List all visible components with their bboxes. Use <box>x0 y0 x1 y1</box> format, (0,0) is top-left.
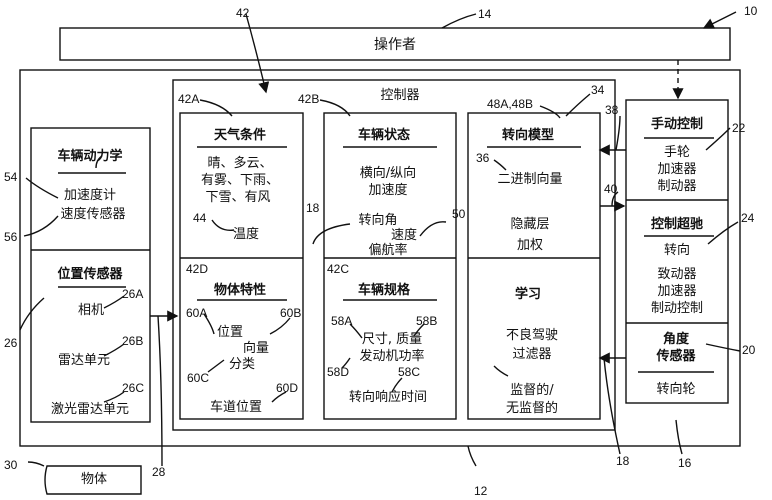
weather-line3: 下雪、有风 <box>205 190 271 205</box>
ref-48: 48A,48B <box>487 97 534 111</box>
learning-line2: 过滤器 <box>512 347 552 362</box>
ref-54: 54 <box>4 170 18 184</box>
radar-label: 雷达单元 <box>57 353 111 368</box>
hidden-layer-label: 隐藏层 <box>510 217 550 232</box>
ref-14: 14 <box>478 7 492 21</box>
object-classification-label: 分类 <box>228 357 256 372</box>
ref-26c: 26C <box>122 381 145 395</box>
learning-line4: 无监督的 <box>505 401 559 416</box>
control-override-line3: 加速器 <box>657 284 697 299</box>
ref-26a: 26A <box>122 287 144 301</box>
weather-line1: 晴、多云、 <box>207 156 273 171</box>
control-override-line1: 转向 <box>663 243 691 258</box>
vehicle-box <box>323 112 457 420</box>
vehicle-spec-line3: 转向响应时间 <box>348 390 428 405</box>
object-position-label: 位置 <box>216 325 244 340</box>
speed-sensor-label: 速度传感器 <box>60 207 126 222</box>
system-box <box>19 69 741 447</box>
ref-22: 22 <box>732 121 746 135</box>
accelerometer-label: 加速度计 <box>63 188 117 203</box>
ref-10: 10 <box>744 4 758 18</box>
ref-36: 36 <box>476 151 490 165</box>
ref-28: 28 <box>152 465 166 479</box>
ref-60b: 60B <box>280 306 302 320</box>
dynamics-title: 车辆动力学 <box>57 149 123 164</box>
ref-12: 12 <box>474 484 488 498</box>
ref-56: 56 <box>4 230 18 244</box>
steering-model-title: 转向模型 <box>501 128 555 143</box>
vehicle-spec-line1: 尺寸, 质量 <box>361 332 423 347</box>
ref-34: 34 <box>591 83 605 97</box>
position-sensors-title: 位置传感器 <box>57 267 123 282</box>
ref-26b: 26B <box>122 334 144 348</box>
manual-control-line1: 手轮 <box>663 145 691 160</box>
ref-42: 42 <box>236 6 250 20</box>
ref-42b: 42B <box>298 92 320 106</box>
vehicle-state-line2: 加速度 <box>368 183 408 198</box>
learning-line1: 不良驾驶 <box>505 328 559 343</box>
object-vector-label: 向量 <box>242 341 270 356</box>
operator-box <box>59 27 731 61</box>
control-override-line4: 制动控制 <box>650 301 704 316</box>
control-override-line2: 致动器 <box>657 267 697 282</box>
steering-wheel-label: 转向轮 <box>656 382 696 397</box>
lidar-label: 激光雷达单元 <box>50 402 130 417</box>
object-characteristics-title: 物体特性 <box>213 283 267 298</box>
ref-18-bottom: 18 <box>616 454 630 468</box>
ref-20: 20 <box>742 343 756 357</box>
vehicle-state-line1: 横向/纵向 <box>359 166 417 181</box>
ref-58a: 58A <box>331 314 353 328</box>
ref-58d: 58D <box>327 365 350 379</box>
learning-line3: 监督的/ <box>510 383 554 398</box>
weather-line2: 有雾、下雨、 <box>200 173 280 188</box>
ref-24: 24 <box>741 211 755 225</box>
ref-26: 26 <box>4 336 18 350</box>
camera-label: 相机 <box>77 303 105 318</box>
model-box <box>467 112 601 420</box>
ref-18-state: 18 <box>306 201 320 215</box>
controller-box <box>172 79 616 431</box>
ref-44: 44 <box>193 211 207 225</box>
sensors-box <box>30 127 151 423</box>
operator-label: 操作者 <box>374 37 416 53</box>
vehicle-state-line4: 速度 <box>390 228 418 243</box>
controller-label: 控制器 <box>380 88 420 103</box>
ref-58c: 58C <box>398 365 421 379</box>
ref-40: 40 <box>604 182 618 196</box>
ref-58b: 58B <box>416 314 438 328</box>
binary-vector-label: 二进制向量 <box>497 172 563 187</box>
ref-16: 16 <box>678 456 692 470</box>
ref-50: 50 <box>452 207 466 221</box>
vehicle-state-line3: 转向角 <box>358 213 398 228</box>
ref-60c: 60C <box>187 371 210 385</box>
object-label: 物体 <box>80 472 108 487</box>
lane-position-label: 车道位置 <box>209 400 263 415</box>
vehicle-state-line5: 偏航率 <box>368 243 408 258</box>
weather-title: 天气条件 <box>213 128 267 143</box>
manual-control-title: 手动控制 <box>650 117 704 132</box>
vehicle-spec-title: 车辆规格 <box>357 283 411 298</box>
ref-42c: 42C <box>327 262 350 276</box>
ref-30: 30 <box>4 458 18 472</box>
manual-control-line3: 制动器 <box>657 179 697 194</box>
ref-42a: 42A <box>178 92 200 106</box>
manual-control-line2: 加速器 <box>657 162 697 177</box>
weighting-label: 加权 <box>516 238 544 253</box>
controls-box <box>625 99 729 404</box>
ref-38: 38 <box>605 103 619 117</box>
ref-42d: 42D <box>186 262 209 276</box>
angle-sensor-title2: 传感器 <box>656 349 696 364</box>
vehicle-spec-line2: 发动机功率 <box>359 349 425 364</box>
angle-sensor-title1: 角度 <box>662 332 690 347</box>
temperature-label: 温度 <box>232 227 260 242</box>
ref-60a: 60A <box>186 306 208 320</box>
control-override-title: 控制超驰 <box>650 217 704 232</box>
weather-box <box>179 112 304 420</box>
ref-60d: 60D <box>276 381 299 395</box>
learning-title: 学习 <box>514 287 542 302</box>
vehicle-state-title: 车辆状态 <box>357 128 411 143</box>
